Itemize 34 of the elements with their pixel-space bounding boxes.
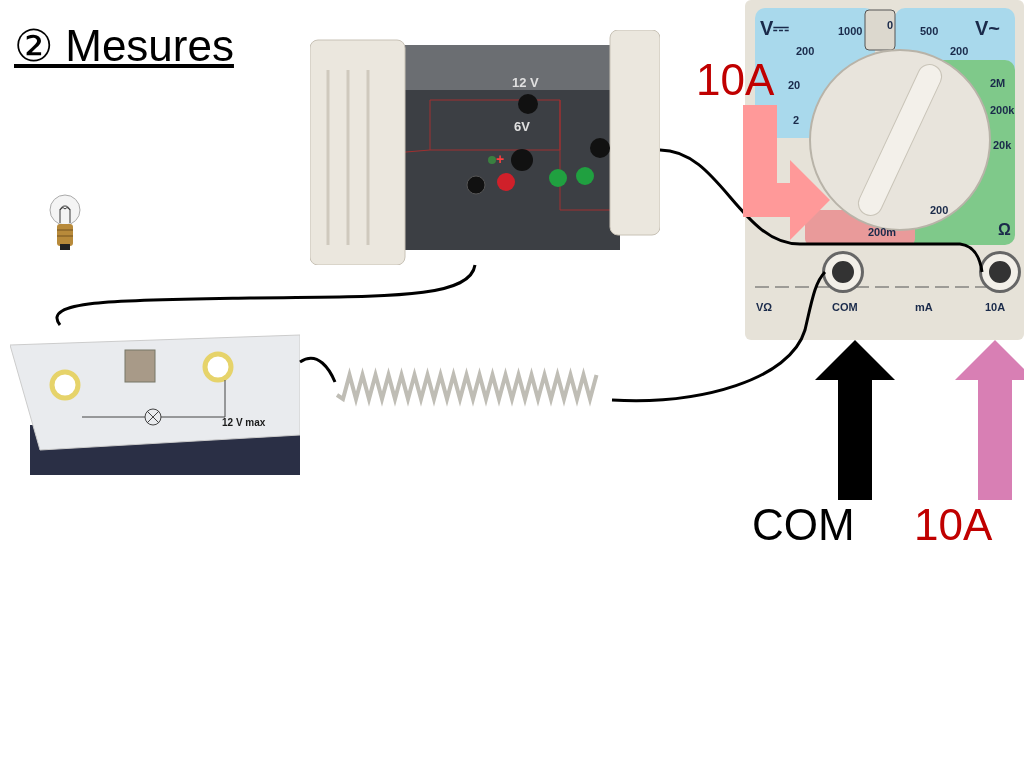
arrow <box>815 340 895 500</box>
scale-label: V⎓ <box>760 18 790 38</box>
scale-label: 200 <box>950 46 969 57</box>
callout-text: 10A <box>696 55 788 105</box>
scale-label: Ω <box>998 222 1011 238</box>
scale-label: mA <box>915 302 933 313</box>
scale-label: + <box>496 152 505 166</box>
title: ② Mesures <box>14 20 234 72</box>
scale-label: 200m <box>868 227 897 238</box>
wire <box>659 148 984 273</box>
callout-text: 10A <box>914 500 1006 550</box>
wire <box>611 271 827 403</box>
scale-label: 1000 <box>838 26 863 37</box>
scale-label: 200 <box>930 205 949 216</box>
scale-label: VΩ <box>756 302 773 313</box>
scale-label: V~ <box>975 18 1001 38</box>
scale-label: 200k <box>990 105 1015 116</box>
scale-label: 10A <box>985 302 1006 313</box>
scale-label: 200 <box>796 46 815 57</box>
arrow <box>743 105 830 240</box>
jack-socket <box>982 254 1018 290</box>
callout-text: COM <box>752 500 876 550</box>
scale-label: 6V <box>514 120 530 133</box>
scale-label: 0 <box>887 20 894 31</box>
scale-label: 12 V max <box>222 418 266 428</box>
scale-label: 2 <box>793 115 800 126</box>
arrow <box>955 340 1024 500</box>
scale-label: 12 V <box>512 76 539 89</box>
scale-label: 20 <box>788 80 801 91</box>
wire <box>56 264 477 326</box>
jack-socket <box>825 254 861 290</box>
scale-label: 500 <box>920 26 939 37</box>
scale-label: COM <box>832 302 858 313</box>
scale-label: 2M <box>990 78 1006 89</box>
